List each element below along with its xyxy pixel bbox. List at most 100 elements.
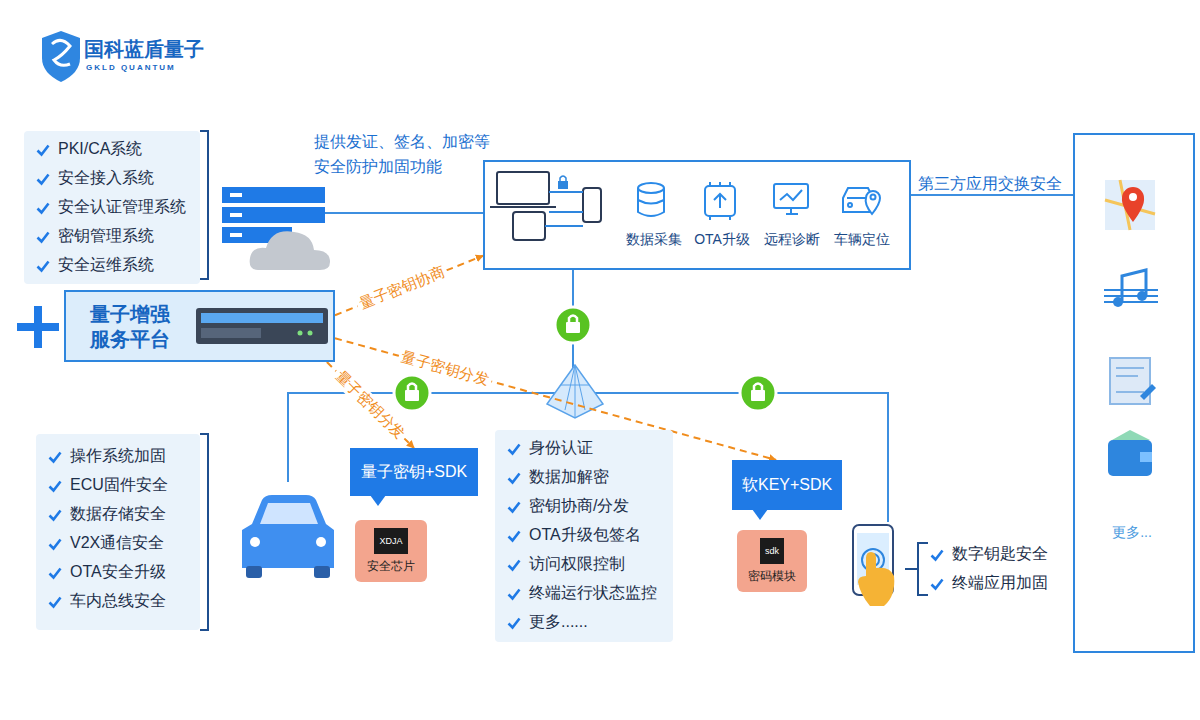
check-mark — [509, 589, 520, 598]
check-mark — [509, 444, 520, 453]
list-row: 数据存储安全 — [48, 500, 188, 529]
check-mark — [932, 579, 943, 588]
check-mark — [50, 510, 61, 519]
list-row: 身份认证 — [507, 434, 661, 463]
list-row: 安全运维系统 — [36, 251, 188, 280]
list-row: 数字钥匙安全 — [930, 540, 1070, 569]
check-mark — [36, 259, 50, 273]
list-item: OTA升级包签名 — [529, 525, 641, 546]
check-mark — [509, 502, 520, 511]
check-mark — [509, 560, 520, 569]
check-mark — [509, 473, 520, 482]
list-item: 终端运行状态监控 — [529, 583, 657, 604]
list-row: 终端运行状态监控 — [507, 579, 661, 608]
server-icon — [222, 187, 330, 270]
check-mark — [38, 174, 49, 183]
list-row: 密钥协商/分发 — [507, 492, 661, 521]
car-icon — [242, 495, 334, 578]
node-label: 量子增强 服务平台 — [90, 302, 174, 352]
list-item: 数据存储安全 — [70, 504, 166, 525]
list-item: 更多...... — [529, 612, 588, 633]
node-label: 数据采集 — [626, 231, 682, 249]
check-mark — [48, 479, 62, 493]
edge-label: 量子密钥分发 — [396, 347, 494, 391]
check-mark — [930, 548, 944, 562]
list-item: 终端应用加固 — [952, 573, 1048, 594]
annotation: 第三方应用交换安全 — [918, 174, 1062, 195]
check-mark — [38, 232, 49, 241]
check-mark — [48, 508, 62, 522]
check-mark — [48, 566, 62, 580]
list-item: 操作系统加固 — [70, 446, 166, 467]
list-item: 车内总线安全 — [70, 591, 166, 612]
list-item: 密钥管理系统 — [58, 226, 154, 247]
list-row: 安全接入系统 — [36, 164, 188, 193]
check-mark — [48, 450, 62, 464]
list-row: 数据加解密 — [507, 463, 661, 492]
check-mark — [507, 442, 521, 456]
service-icons — [638, 182, 880, 220]
device-icons — [490, 172, 601, 240]
node-label: 软KEY+SDK — [742, 475, 832, 496]
list-row: 操作系统加固 — [48, 442, 188, 471]
logo-subtext: GKLD QUANTUM — [86, 63, 176, 72]
list-row: OTA安全升级 — [48, 558, 188, 587]
check-mark — [50, 568, 61, 577]
chip-label: 密码模块 — [748, 568, 796, 585]
check-mark — [507, 558, 521, 572]
app-icons — [1104, 180, 1158, 476]
feature-list: 数字钥匙安全终端应用加固 — [930, 540, 1070, 600]
list-row: ECU固件安全 — [48, 471, 188, 500]
check-mark — [50, 481, 61, 490]
edge-label: 量子密钥分发 — [330, 365, 412, 446]
chip-box: XDJA安全芯片 — [355, 520, 427, 582]
check-mark — [50, 539, 61, 548]
node-label: 更多... — [1112, 524, 1152, 542]
chip-marking: XDJA — [374, 528, 407, 554]
list-row: OTA升级包签名 — [507, 521, 661, 550]
annotation: 提供发证、签名、加密等 安全防护加固功能 — [314, 130, 504, 180]
list-item: OTA安全升级 — [70, 562, 166, 583]
list-item: 访问权限控制 — [529, 554, 625, 575]
check-mark — [48, 537, 62, 551]
list-row: 车内总线安全 — [48, 587, 188, 616]
check-mark — [507, 471, 521, 485]
list-row: PKI/CA系统 — [36, 135, 188, 164]
service-box: 数据采集OTA升级远程诊断车辆定位 — [483, 160, 911, 270]
list-row: V2X通信安全 — [48, 529, 188, 558]
node-label: OTA升级 — [694, 231, 750, 249]
check-mark — [36, 143, 50, 157]
plus-sign — [17, 306, 59, 348]
feature-list: 操作系统加固 ECU固件安全数据存储安全 V2X通信安全 OTA安全升级车内总线安全 — [36, 434, 200, 630]
check-mark — [509, 618, 520, 627]
check-mark — [36, 201, 50, 215]
list-item: 密钥协商/分发 — [529, 496, 629, 517]
callout-box: 软KEY+SDK — [732, 460, 842, 510]
check-mark — [38, 145, 49, 154]
list-item: 安全运维系统 — [58, 255, 154, 276]
node-label: 远程诊断 — [764, 231, 820, 249]
list-item: 数据加解密 — [529, 467, 609, 488]
chip-box: sdk 密码模块 — [737, 530, 807, 592]
check-mark — [507, 587, 521, 601]
check-mark — [930, 577, 944, 591]
list-row: 安全认证管理系统 — [36, 193, 188, 222]
edge-label: 量子密钥协商 — [354, 262, 450, 315]
wires — [288, 195, 1073, 522]
check-mark — [50, 597, 61, 606]
list-item: 安全认证管理系统 — [58, 197, 186, 218]
list-item: PKI/CA系统 — [58, 139, 142, 160]
check-mark — [50, 452, 61, 461]
list-row: 终端应用加固 — [930, 569, 1070, 598]
feature-list: 身份认证数据加解密密钥协商/分发 OTA升级包签名访问权限控制终端运行状态监控更多… — [495, 430, 673, 642]
list-row: 密钥管理系统 — [36, 222, 188, 251]
feature-list: PKI/CA系统安全接入系统安全认证管理系统密钥管理系统安全运维系统 — [24, 131, 200, 284]
list-row: 更多...... — [507, 608, 661, 637]
key-flow-arrow — [327, 362, 414, 448]
list-item: 数字钥匙安全 — [952, 544, 1048, 565]
check-mark — [507, 500, 521, 514]
list-item: 安全接入系统 — [58, 168, 154, 189]
key-flow-arrow — [335, 256, 483, 316]
list-item: 身份认证 — [529, 438, 593, 459]
chip-marking: sdk — [760, 538, 784, 564]
